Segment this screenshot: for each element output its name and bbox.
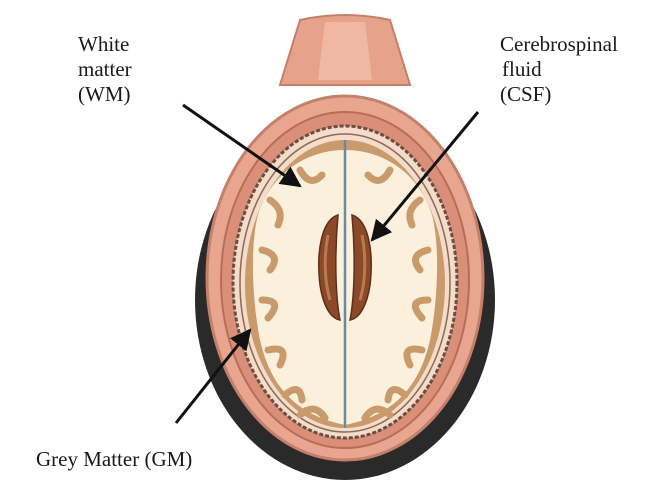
- grey-matter-label: Grey Matter (GM): [36, 447, 192, 472]
- white-matter-label-line: White: [78, 32, 132, 57]
- white-matter-label: White matter (WM): [78, 32, 132, 107]
- white-matter-label-line: (WM): [78, 82, 132, 107]
- csf-label: Cerebrospinal fluid (CSF): [500, 32, 618, 107]
- csf-label-line: (CSF): [500, 82, 618, 107]
- csf-label-line: fluid: [500, 57, 618, 82]
- white-matter-label-line: matter: [78, 57, 132, 82]
- csf-label-line: Cerebrospinal: [500, 32, 618, 57]
